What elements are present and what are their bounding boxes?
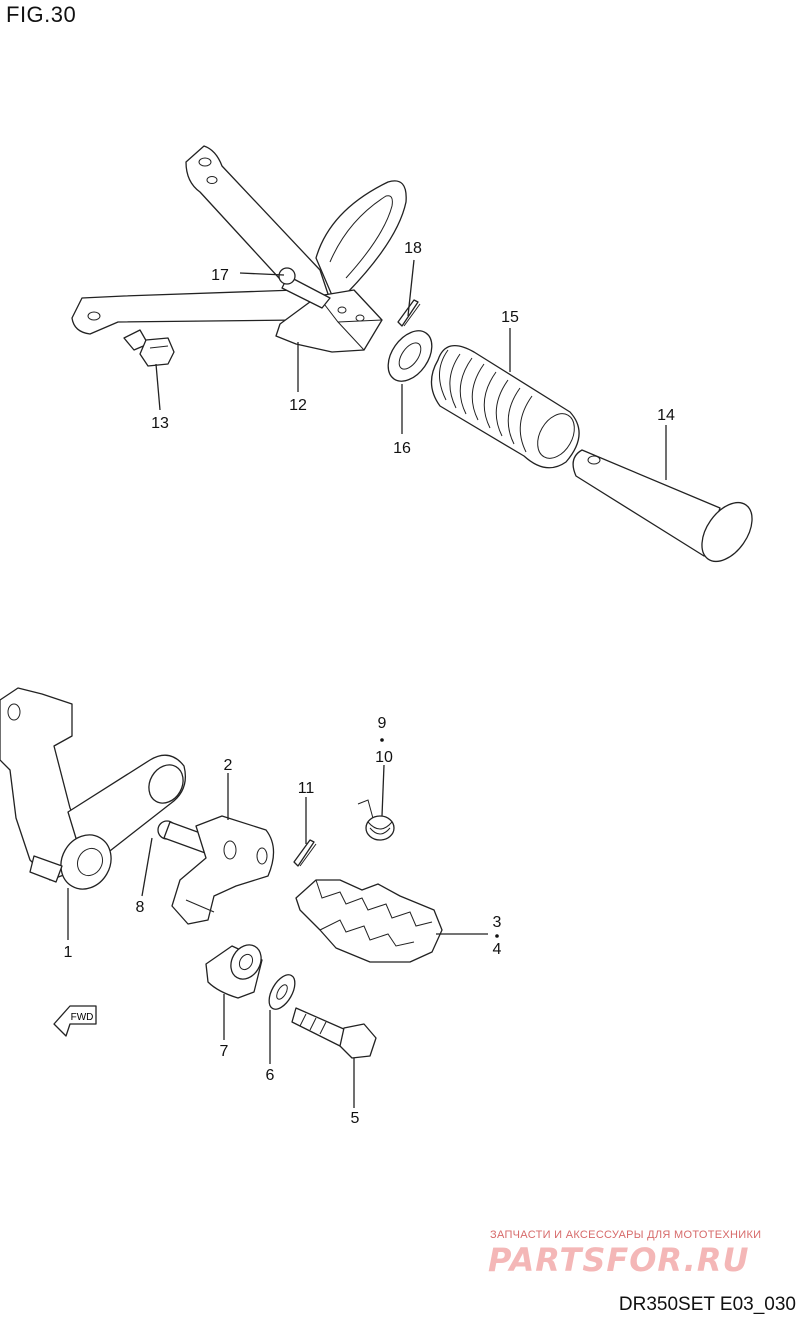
callout-12: 12: [289, 397, 307, 414]
callout-3: 3: [493, 914, 502, 931]
bolt-5: [291, 1007, 377, 1059]
callout-separator-dot: [380, 738, 384, 742]
callout-9: 9: [378, 715, 387, 732]
callout-separator-dot: [495, 934, 499, 938]
fwd-label: FWD: [71, 1012, 94, 1023]
bracket-1: [0, 687, 187, 890]
watermark-tagline: ЗАПЧАСТИ И АКСЕССУАРЫ ДЛЯ МОТОТЕХНИКИ: [490, 1229, 762, 1241]
cotter-pin-11: [293, 839, 317, 867]
callout-7: 7: [220, 1043, 229, 1060]
callout-6: 6: [266, 1067, 275, 1084]
footpeg-rubber-15: [430, 344, 580, 469]
callout-11: 11: [298, 780, 315, 797]
callout-18: 18: [404, 240, 422, 257]
bracket-12: [71, 145, 407, 353]
collar-7: [205, 944, 263, 999]
washer-6: [268, 974, 296, 1010]
callout-2: 2: [224, 757, 233, 774]
callout-8: 8: [136, 899, 145, 916]
callout-16: 16: [393, 440, 411, 457]
washer-16: [387, 330, 433, 382]
leader-lines: [67, 259, 667, 1108]
footpeg-pin-14: [572, 449, 753, 563]
bracket-2: [171, 815, 275, 925]
figure-title: FIG.30: [6, 2, 77, 27]
callout-15: 15: [501, 309, 519, 326]
fwd-arrow-icon: [53, 1005, 97, 1037]
callout-14: 14: [657, 407, 675, 424]
callout-1: 1: [64, 944, 73, 961]
callout-5: 5: [351, 1110, 360, 1127]
callout-13: 13: [151, 415, 169, 432]
bolt-13: [123, 329, 175, 367]
figure-code: DR350SET E03_030: [618, 1294, 796, 1315]
clevis-pin-17: [278, 267, 331, 309]
watermark-logo: PARTSFOR.RU: [488, 1241, 750, 1279]
footpeg-3-4: [295, 879, 443, 963]
callout-17: 17: [211, 267, 229, 284]
spring-10: [357, 799, 395, 841]
callout-4: 4: [493, 941, 502, 958]
callout-10: 10: [375, 749, 393, 766]
